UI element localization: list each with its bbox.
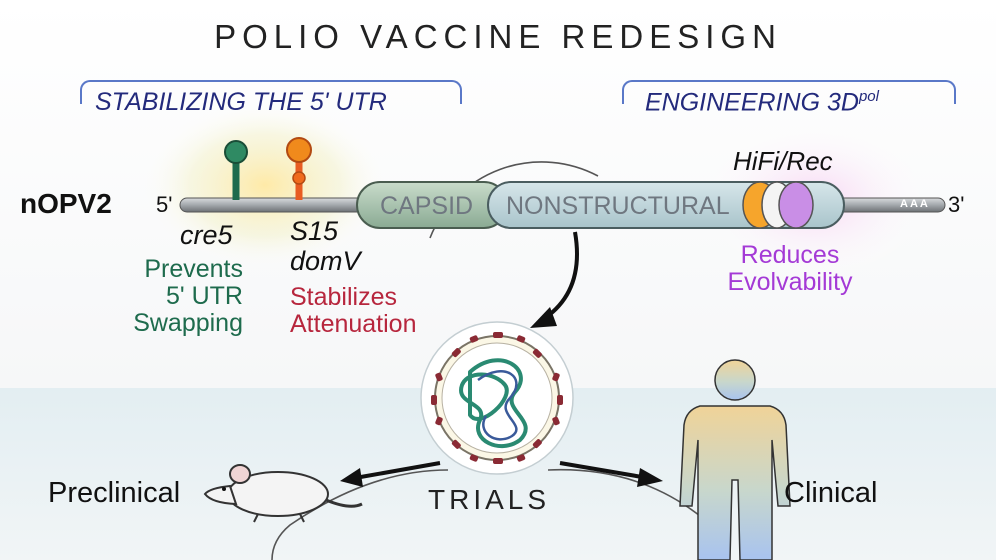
human-silhouette-icon <box>679 359 791 560</box>
genome-to-virus-arrow <box>543 231 579 320</box>
nonstructural-label: NONSTRUCTURAL <box>506 192 730 220</box>
cre5-effect: Prevents 5' UTR Swapping <box>133 255 243 337</box>
s15-bulge <box>292 171 306 185</box>
capsid-label: CAPSID <box>380 192 474 220</box>
polya-tail-label: AAA <box>900 198 930 210</box>
clinical-label: Clinical <box>784 477 878 509</box>
arrow-to-preclinical-head <box>340 468 363 487</box>
arrow-to-clinical <box>559 461 649 480</box>
mouse-icon <box>203 464 363 523</box>
cre5-label: cre5 <box>180 220 233 250</box>
three-prime-label: 3' <box>948 192 965 217</box>
s15-loop-icon <box>286 137 312 163</box>
genome-tube-left <box>179 197 381 213</box>
arrow-to-clinical-head <box>637 468 663 487</box>
right-section-bracket <box>622 80 956 104</box>
virus-particle-icon <box>420 321 574 475</box>
preclinical-label: Preclinical <box>48 477 181 509</box>
five-prime-label: 5' <box>156 192 173 217</box>
section-label-3dpol: ENGINEERING 3Dpol <box>645 88 879 117</box>
hifi-effect: Reduces Evolvability <box>727 241 853 296</box>
s15-effect: Stabilizes Attenuation <box>290 283 417 338</box>
section-label-utr: STABILIZING THE 5' UTR <box>95 88 387 116</box>
cre5-loop-icon <box>224 140 248 164</box>
arrow-to-preclinical <box>354 461 441 480</box>
utr-glow <box>140 100 390 270</box>
hifi-mutation-purple <box>778 181 814 229</box>
page-title: POLIO VACCINE REDESIGN <box>214 18 782 55</box>
hifi-rec-label: HiFi/Rec <box>733 146 833 176</box>
trials-label: TRIALS <box>428 484 551 515</box>
genome-name: nOPV2 <box>20 188 112 219</box>
left-section-bracket <box>80 80 462 104</box>
genome-to-virus-arrowhead <box>530 307 557 328</box>
s15-domv-label: S15 domV <box>290 216 361 276</box>
